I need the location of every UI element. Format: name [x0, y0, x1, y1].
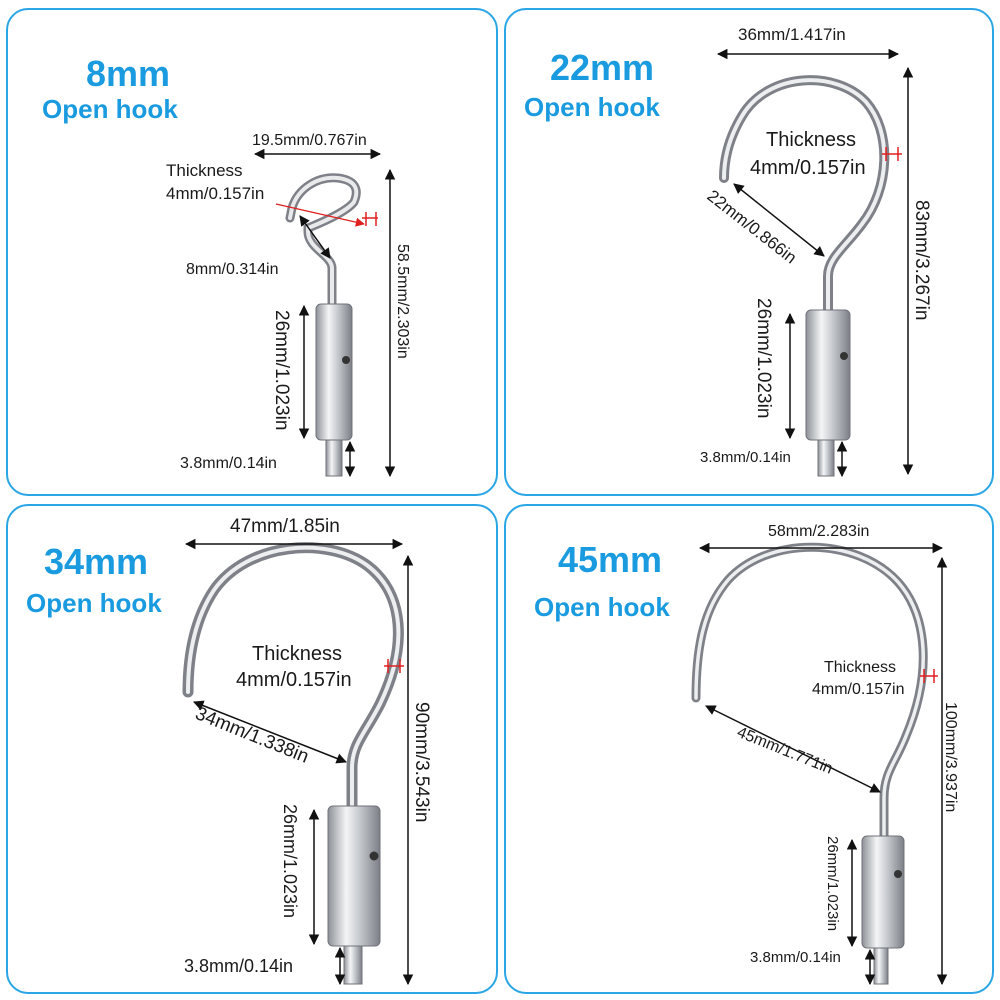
- width-dimension: 19.5mm/0.767in: [252, 132, 367, 149]
- thickness-dimension: 4mm/0.157in: [812, 681, 905, 698]
- hook-diagram-8mm: 8mm Open hook 19.5mm/0.767in Thickness 4…: [42, 53, 411, 478]
- hook-type-label: Open hook: [26, 588, 162, 618]
- hook-8mm: [285, 173, 361, 477]
- height-dimension: 100mm/3.937in: [942, 702, 959, 812]
- hook-diagram-34mm: 34mm Open hook 47mm/1.85in Thickness 4mm…: [26, 516, 432, 986]
- panel-34mm: 34mm Open hook 47mm/1.85in Thickness 4mm…: [6, 504, 498, 994]
- pin-dimension: 3.8mm/0.14in: [184, 956, 293, 976]
- thickness-dimension: 4mm/0.157in: [166, 184, 264, 203]
- width-dimension: 47mm/1.85in: [230, 516, 340, 537]
- hook-type-label: Open hook: [42, 94, 178, 124]
- hook-diagram-45mm: 45mm Open hook 58mm/2.283in Thickness 4m…: [534, 523, 959, 986]
- width-dimension: 36mm/1.417in: [738, 25, 846, 44]
- height-dimension: 90mm/3.543in: [411, 702, 432, 822]
- height-dimension: 83mm/3.267in: [911, 200, 932, 320]
- panel-45mm: 45mm Open hook 58mm/2.283in Thickness 4m…: [504, 504, 994, 994]
- hook-22mm: [719, 75, 890, 477]
- height-dimension: 58.5mm/2.303in: [394, 244, 411, 359]
- thickness-label: Thickness: [166, 161, 243, 180]
- thickness-dimension: 4mm/0.157in: [236, 669, 352, 691]
- hook-size-title: 8mm: [86, 53, 170, 94]
- sleeve-dimension: 26mm/1.023in: [824, 836, 841, 931]
- opening-dimension: 34mm/1.338in: [192, 703, 312, 768]
- hook-type-label: Open hook: [524, 92, 660, 122]
- thickness-label: Thickness: [766, 129, 856, 151]
- hook-size-title: 45mm: [558, 539, 662, 580]
- panel-8mm: 8mm Open hook 19.5mm/0.767in Thickness 4…: [6, 8, 498, 496]
- hook-type-label: Open hook: [534, 592, 670, 622]
- sleeve-dimension: 26mm/1.023in: [271, 310, 292, 430]
- hook-diagram-22mm: 22mm Open hook 36mm/1.417in Thickness 4m…: [524, 25, 932, 478]
- sleeve-dimension: 26mm/1.023in: [280, 804, 300, 918]
- hook-size-title: 22mm: [550, 47, 654, 88]
- width-dimension: 58mm/2.283in: [768, 523, 869, 540]
- hook-45mm: [691, 542, 928, 985]
- panel-22mm: 22mm Open hook 36mm/1.417in Thickness 4m…: [504, 8, 994, 496]
- thickness-dimension: 4mm/0.157in: [750, 157, 866, 179]
- thickness-label: Thickness: [824, 659, 896, 676]
- pin-dimension: 3.8mm/0.14in: [180, 455, 277, 472]
- thickness-label: Thickness: [252, 643, 342, 665]
- hook-size-title: 34mm: [44, 541, 148, 582]
- pin-dimension: 3.8mm/0.14in: [750, 949, 841, 966]
- hook-34mm: [182, 542, 404, 985]
- opening-dimension: 8mm/0.314in: [186, 261, 279, 278]
- sleeve-dimension: 26mm/1.023in: [753, 298, 774, 418]
- pin-dimension: 3.8mm/0.14in: [700, 449, 791, 466]
- opening-dimension: 45mm/1.771in: [735, 724, 835, 778]
